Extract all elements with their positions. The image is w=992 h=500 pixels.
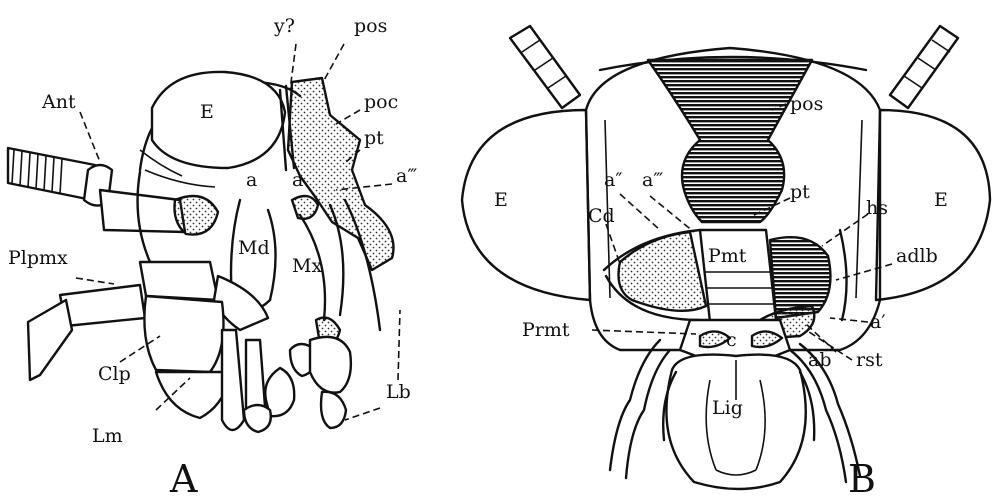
panel-label-a: A <box>169 457 198 500</box>
label-e-right: E <box>934 189 948 211</box>
label-a3-b: a‴ <box>642 169 663 191</box>
label-c: c <box>726 329 737 351</box>
label-poc: poc <box>364 91 398 113</box>
label-a1: a′ <box>870 311 886 333</box>
label-adlb: adlb <box>896 245 938 267</box>
label-lb: Lb <box>386 381 411 403</box>
label-lig: Lig <box>712 397 743 419</box>
label-pos-a: pos <box>354 15 387 37</box>
label-clp: Clp <box>98 363 131 385</box>
label-mx: Mx <box>292 255 322 277</box>
antenna-right-b <box>890 26 958 108</box>
label-e-a: E <box>200 101 214 123</box>
panel-label-b: B <box>848 457 876 500</box>
label-a: a <box>246 169 257 191</box>
label-a3-a: a‴ <box>396 165 417 187</box>
label-rst: rst <box>856 349 883 371</box>
compound-eye-left <box>462 110 590 300</box>
antenna-left-b <box>510 26 580 108</box>
compound-eye-right <box>876 110 990 300</box>
panel-a: Ant Plpmx Clp Lm E y? pos poc pt a a a‴ … <box>8 15 417 500</box>
label-pos-b: pos <box>790 93 823 115</box>
label-pmt: Pmt <box>708 245 747 267</box>
label-ant: Ant <box>41 91 76 113</box>
label-a2: a″ <box>604 169 622 191</box>
label-cd: Cd <box>588 205 615 227</box>
label-prmt: Prmt <box>522 319 570 341</box>
label-a-dot: a <box>292 169 303 191</box>
label-e-left: E <box>494 189 508 211</box>
label-pt-b: pt <box>790 181 810 203</box>
head-capsule-a <box>138 72 300 262</box>
cardo-region <box>619 232 707 311</box>
label-plpmx: Plpmx <box>8 247 68 269</box>
postmentum <box>700 230 776 322</box>
postocciput-hatched <box>648 60 812 222</box>
label-ab: ab <box>808 349 832 371</box>
label-pt-a: pt <box>364 127 384 149</box>
label-y: y? <box>273 15 295 37</box>
hypostomal-hatched <box>770 237 830 318</box>
label-hs: hs <box>866 197 888 219</box>
label-lm: Lm <box>92 425 123 447</box>
panel-b: pos E E a″ a‴ pt hs Cd Pmt adlb a′ Prmt … <box>462 26 990 500</box>
label-md: Md <box>238 237 270 259</box>
